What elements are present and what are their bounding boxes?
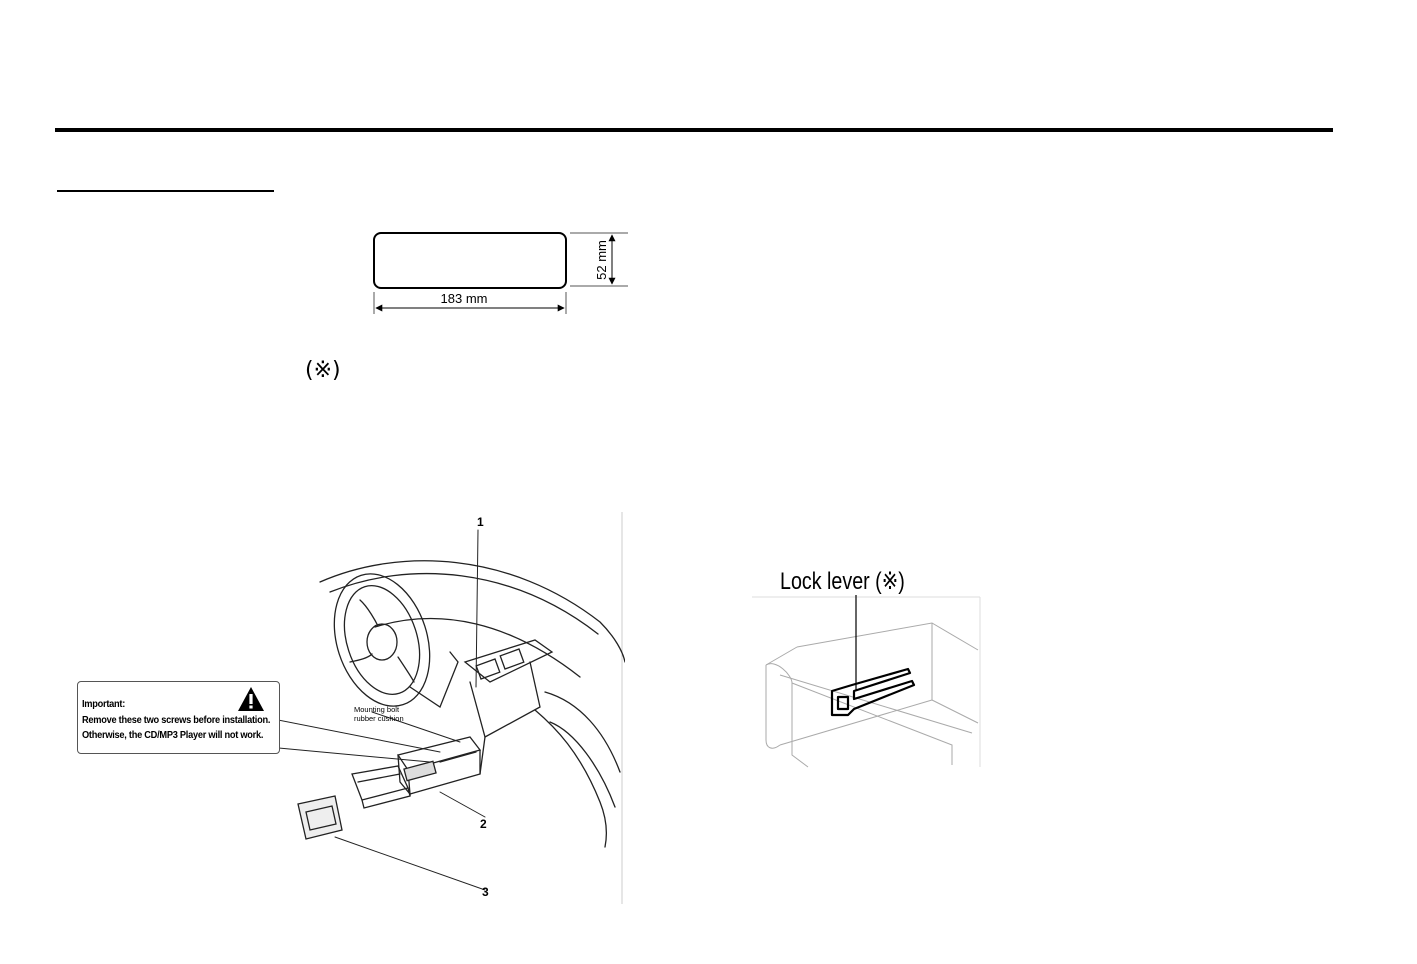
lock-lever-figure: [752, 595, 981, 768]
lock-lever-label: Lock lever (※): [780, 568, 905, 595]
warning-title: Important:: [82, 698, 126, 710]
part-label-line2: rubber cushion: [354, 714, 404, 723]
width-label: 183 mm: [441, 291, 488, 306]
part-label-line1: Mounting bolt: [354, 705, 400, 714]
callout-3: 3: [482, 885, 489, 899]
warning-line-2: Otherwise, the CD/MP3 Player will not wo…: [82, 729, 264, 741]
callout-1: 1: [477, 515, 484, 529]
dimension-figure: 183 mm 52 mm: [373, 232, 628, 314]
warning-triangle-icon: [238, 687, 264, 711]
header-rule: [55, 128, 1333, 132]
section-heading-underline: [57, 190, 274, 192]
callout-2: 2: [480, 817, 487, 831]
warning-line-1: Remove these two screws before installat…: [82, 713, 271, 726]
reference-mark: (※): [305, 358, 341, 383]
installation-figure: 1 2 3 Mounting bolt rubber cushion: [280, 512, 625, 904]
warning-box: Important: Remove these two screws befor…: [77, 681, 280, 754]
height-label: 52 mm: [594, 240, 609, 280]
slot-outline: [373, 232, 567, 289]
